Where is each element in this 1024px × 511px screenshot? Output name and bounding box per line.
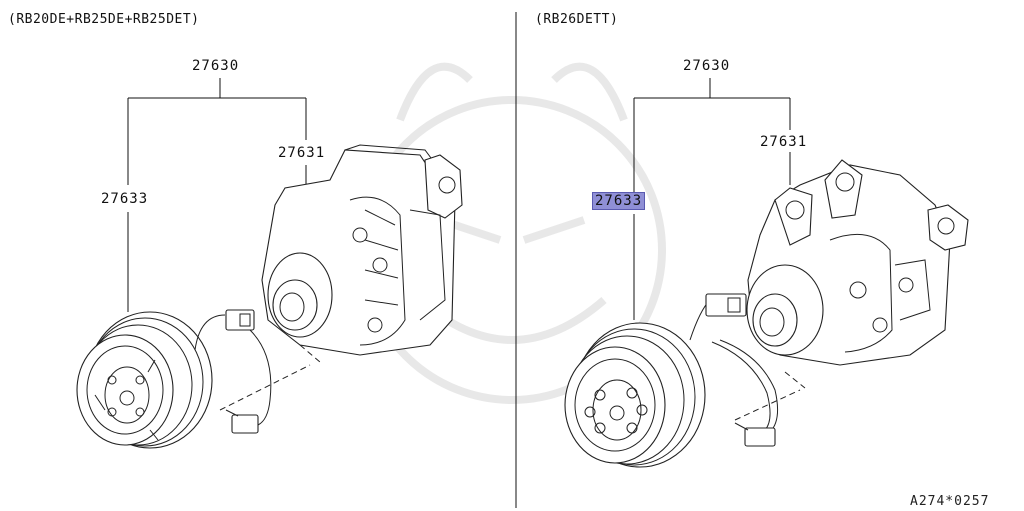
right-dashed-guide [734, 371, 806, 421]
left-clutch-pulley [76, 311, 213, 449]
left-leader-lines [127, 78, 307, 312]
right-compressor [746, 159, 969, 366]
right-compressor-part-number[interactable]: 27631 [760, 134, 808, 150]
right-clutch-pulley [564, 322, 706, 468]
left-clutch-part-number[interactable]: 27633 [101, 191, 149, 207]
diagram-reference-code: A274*0257 [910, 494, 990, 509]
right-wire-harness [689, 293, 779, 447]
left-assembly-part-number[interactable]: 27630 [192, 58, 240, 74]
left-variant-label: (RB20DE+RB25DE+RB25DET) [8, 12, 200, 27]
right-variant-label: (RB26DETT) [535, 12, 619, 27]
left-compressor-part-number[interactable]: 27631 [278, 145, 326, 161]
left-wire-harness [194, 309, 272, 434]
left-compressor [261, 144, 463, 356]
right-assembly-part-number[interactable]: 27630 [683, 58, 731, 74]
right-clutch-part-number-highlighted[interactable]: 27633 [592, 192, 646, 210]
right-leader-lines [633, 78, 791, 320]
left-dashed-guide [219, 344, 321, 411]
